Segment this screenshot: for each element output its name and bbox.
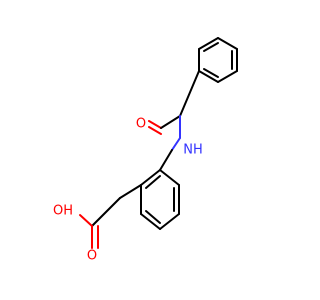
atom-label-hydroxyl-oh: OH <box>53 204 73 219</box>
molecule-structure: O OH O NH <box>53 37 238 264</box>
phenyl-ring <box>198 37 238 83</box>
amide-chain <box>148 70 200 171</box>
atom-label-acid-o: O <box>87 249 97 264</box>
atom-label-carbonyl-o: O <box>136 117 146 132</box>
acetic-acid-chain <box>79 184 142 249</box>
atom-label-amide-nh: NH <box>183 143 203 158</box>
benzene-ring <box>140 169 180 230</box>
